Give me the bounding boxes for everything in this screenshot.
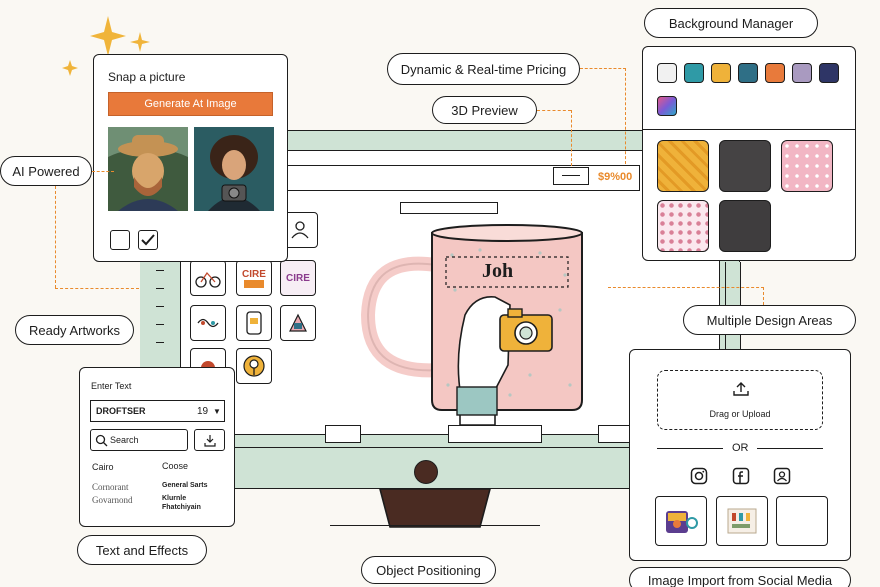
color-swatch[interactable] [819,63,839,83]
checkbox-checked[interactable] [138,230,158,250]
label-ai-powered: AI Powered [0,156,92,186]
screen-bottom-tab[interactable] [448,425,542,443]
pattern-tile[interactable] [719,140,771,192]
connector-line [92,171,114,172]
color-swatch[interactable] [684,63,704,83]
price-display: $9%00 [598,171,633,183]
connector-line [625,68,626,164]
artwork-item[interactable]: CIRE [280,260,316,296]
font-option[interactable]: General Sarts [162,482,208,489]
artwork-item[interactable]: CIRE [236,260,272,296]
connector-line [763,287,764,305]
checkbox-empty[interactable] [110,230,130,250]
pattern-tile[interactable] [781,140,833,192]
font-option[interactable]: Govarnond [92,495,133,505]
artwork-label: CIRE [286,272,310,284]
artwork-item[interactable] [190,305,226,341]
font-option[interactable]: Cairo [92,462,114,472]
pattern-tile[interactable] [657,200,709,252]
divider-line [757,448,823,449]
label-ready-artworks: Ready Artworks [15,315,134,345]
label-text-and-effects: Text and Effects [77,535,207,565]
or-label: OR [732,442,749,454]
download-font-button[interactable] [194,429,225,451]
mug-preview[interactable] [360,215,600,425]
mug-text[interactable]: Joh [482,260,514,282]
sparkle-icon [62,16,150,76]
mug-title-bar [400,202,498,214]
screen-bottom-tab[interactable] [325,425,361,443]
pattern-tile[interactable] [719,200,771,252]
artwork-item[interactable] [190,260,226,296]
portrait-image[interactable] [194,127,274,211]
image-import-panel: Drag or Upload OR [629,349,851,561]
preview-toggle[interactable] [553,167,589,185]
upload-icon [733,382,749,396]
label-object-positioning: Object Positioning [361,556,496,584]
connector-line [55,186,56,288]
connector-line [608,287,764,288]
generate-ai-image-button[interactable]: Generate At Image [108,92,273,116]
artwork-item[interactable] [236,348,272,384]
label-3d-preview: 3D Preview [432,96,537,124]
connector-line [571,110,572,166]
search-icon [95,434,108,447]
screen-sidebar-line [180,258,181,378]
monitor-base [330,525,540,535]
font-select[interactable]: DROFTSER 19 ▼ [90,400,225,422]
font-search-input[interactable]: Search [90,429,188,451]
search-placeholder: Search [110,435,139,445]
text-panel: Enter Text DROFTSER 19 ▼ Search Cairo Co… [79,367,235,527]
text-panel-title: Enter Text [91,381,132,391]
label-background-manager: Background Manager [644,8,818,38]
connector-line [55,288,139,289]
color-swatch[interactable] [711,63,731,83]
svg-text:CIRE: CIRE [242,269,266,280]
label-image-import: Image Import from Social Media [629,567,851,587]
imported-image[interactable] [655,496,707,546]
pattern-tile[interactable] [657,140,709,192]
ai-panel-title: Snap a picture [108,70,186,84]
artwork-item[interactable] [280,305,316,341]
font-option[interactable]: Klurnle [162,495,187,502]
font-select-value: DROFTSER [96,406,146,416]
color-swatch[interactable] [792,63,812,83]
panel-divider [643,129,855,130]
connector-line [537,110,571,111]
font-option[interactable]: Fhatchiyain [162,504,201,511]
font-option[interactable]: Cornorant [92,482,129,492]
artwork-item[interactable] [236,305,272,341]
imported-image[interactable] [716,496,768,546]
label-multiple-design-areas: Multiple Design Areas [683,305,856,335]
monitor-stand [378,488,492,528]
upload-label: Drag or Upload [709,409,771,419]
check-icon [141,234,155,246]
label-dynamic-pricing: Dynamic & Real-time Pricing [387,53,580,85]
background-manager-panel [642,46,856,261]
facebook-icon[interactable] [732,467,750,485]
font-size-value: 19 [197,406,209,417]
power-button[interactable] [414,460,438,484]
color-swatch[interactable] [765,63,785,83]
gradient-swatch[interactable] [657,96,677,116]
screen-sidebar [140,260,180,380]
chevron-down-icon: ▼ [213,407,221,416]
font-option[interactable]: Coose [162,461,189,471]
ai-panel: Snap a picture Generate At Image [93,54,288,262]
color-swatch[interactable] [738,63,758,83]
upload-dropzone[interactable]: Drag or Upload [657,370,823,430]
color-swatch[interactable] [657,63,677,83]
profile-icon[interactable] [773,467,791,485]
connector-line [580,68,626,69]
instagram-icon[interactable] [690,467,708,485]
divider-line [657,448,723,449]
download-icon [204,435,216,447]
imported-image-placeholder[interactable] [776,496,828,546]
portrait-image[interactable] [108,127,188,211]
